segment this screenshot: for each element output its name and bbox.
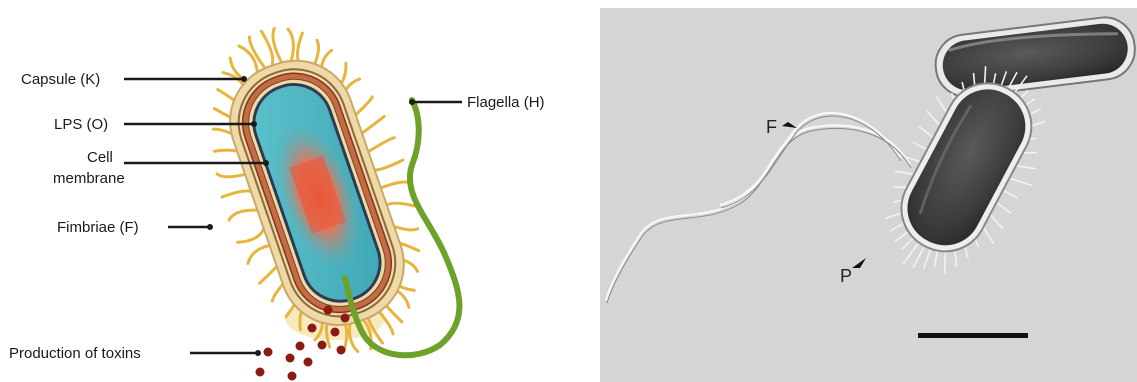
cell-body [214,45,419,341]
capsule-label: Capsule (K) [21,71,100,88]
fimbria [288,29,293,63]
fimbria [261,31,272,63]
fimbria [375,160,403,170]
fimbria [385,203,415,206]
fimbria [273,29,281,62]
flagellum-marker: F [766,117,777,137]
flagella-label: Flagella (H) [467,94,545,111]
fimbria [217,174,247,177]
fimbria [249,37,264,68]
lps-label: LPS (O) [54,116,108,133]
fimbriae-label: Fimbriae (F) [57,219,139,236]
scale-bar [918,333,1028,338]
bacterium-diagram: Capsule (K) LPS (O) Cell membrane Fimbri… [9,29,545,381]
pilus-marker: P [840,266,852,286]
fimbria [360,117,384,135]
fimbria [238,228,265,242]
fimbria [380,182,410,188]
fimbria [222,191,252,197]
cell-membrane-label-line1: Cell [87,149,113,166]
cell-membrane-label-line2: membrane [53,170,125,187]
fimbria [248,245,272,263]
electron-micrograph: F P [600,8,1137,382]
fimbria [368,138,395,152]
toxins-label: Production of toxins [9,345,141,362]
fimbria [229,210,257,220]
